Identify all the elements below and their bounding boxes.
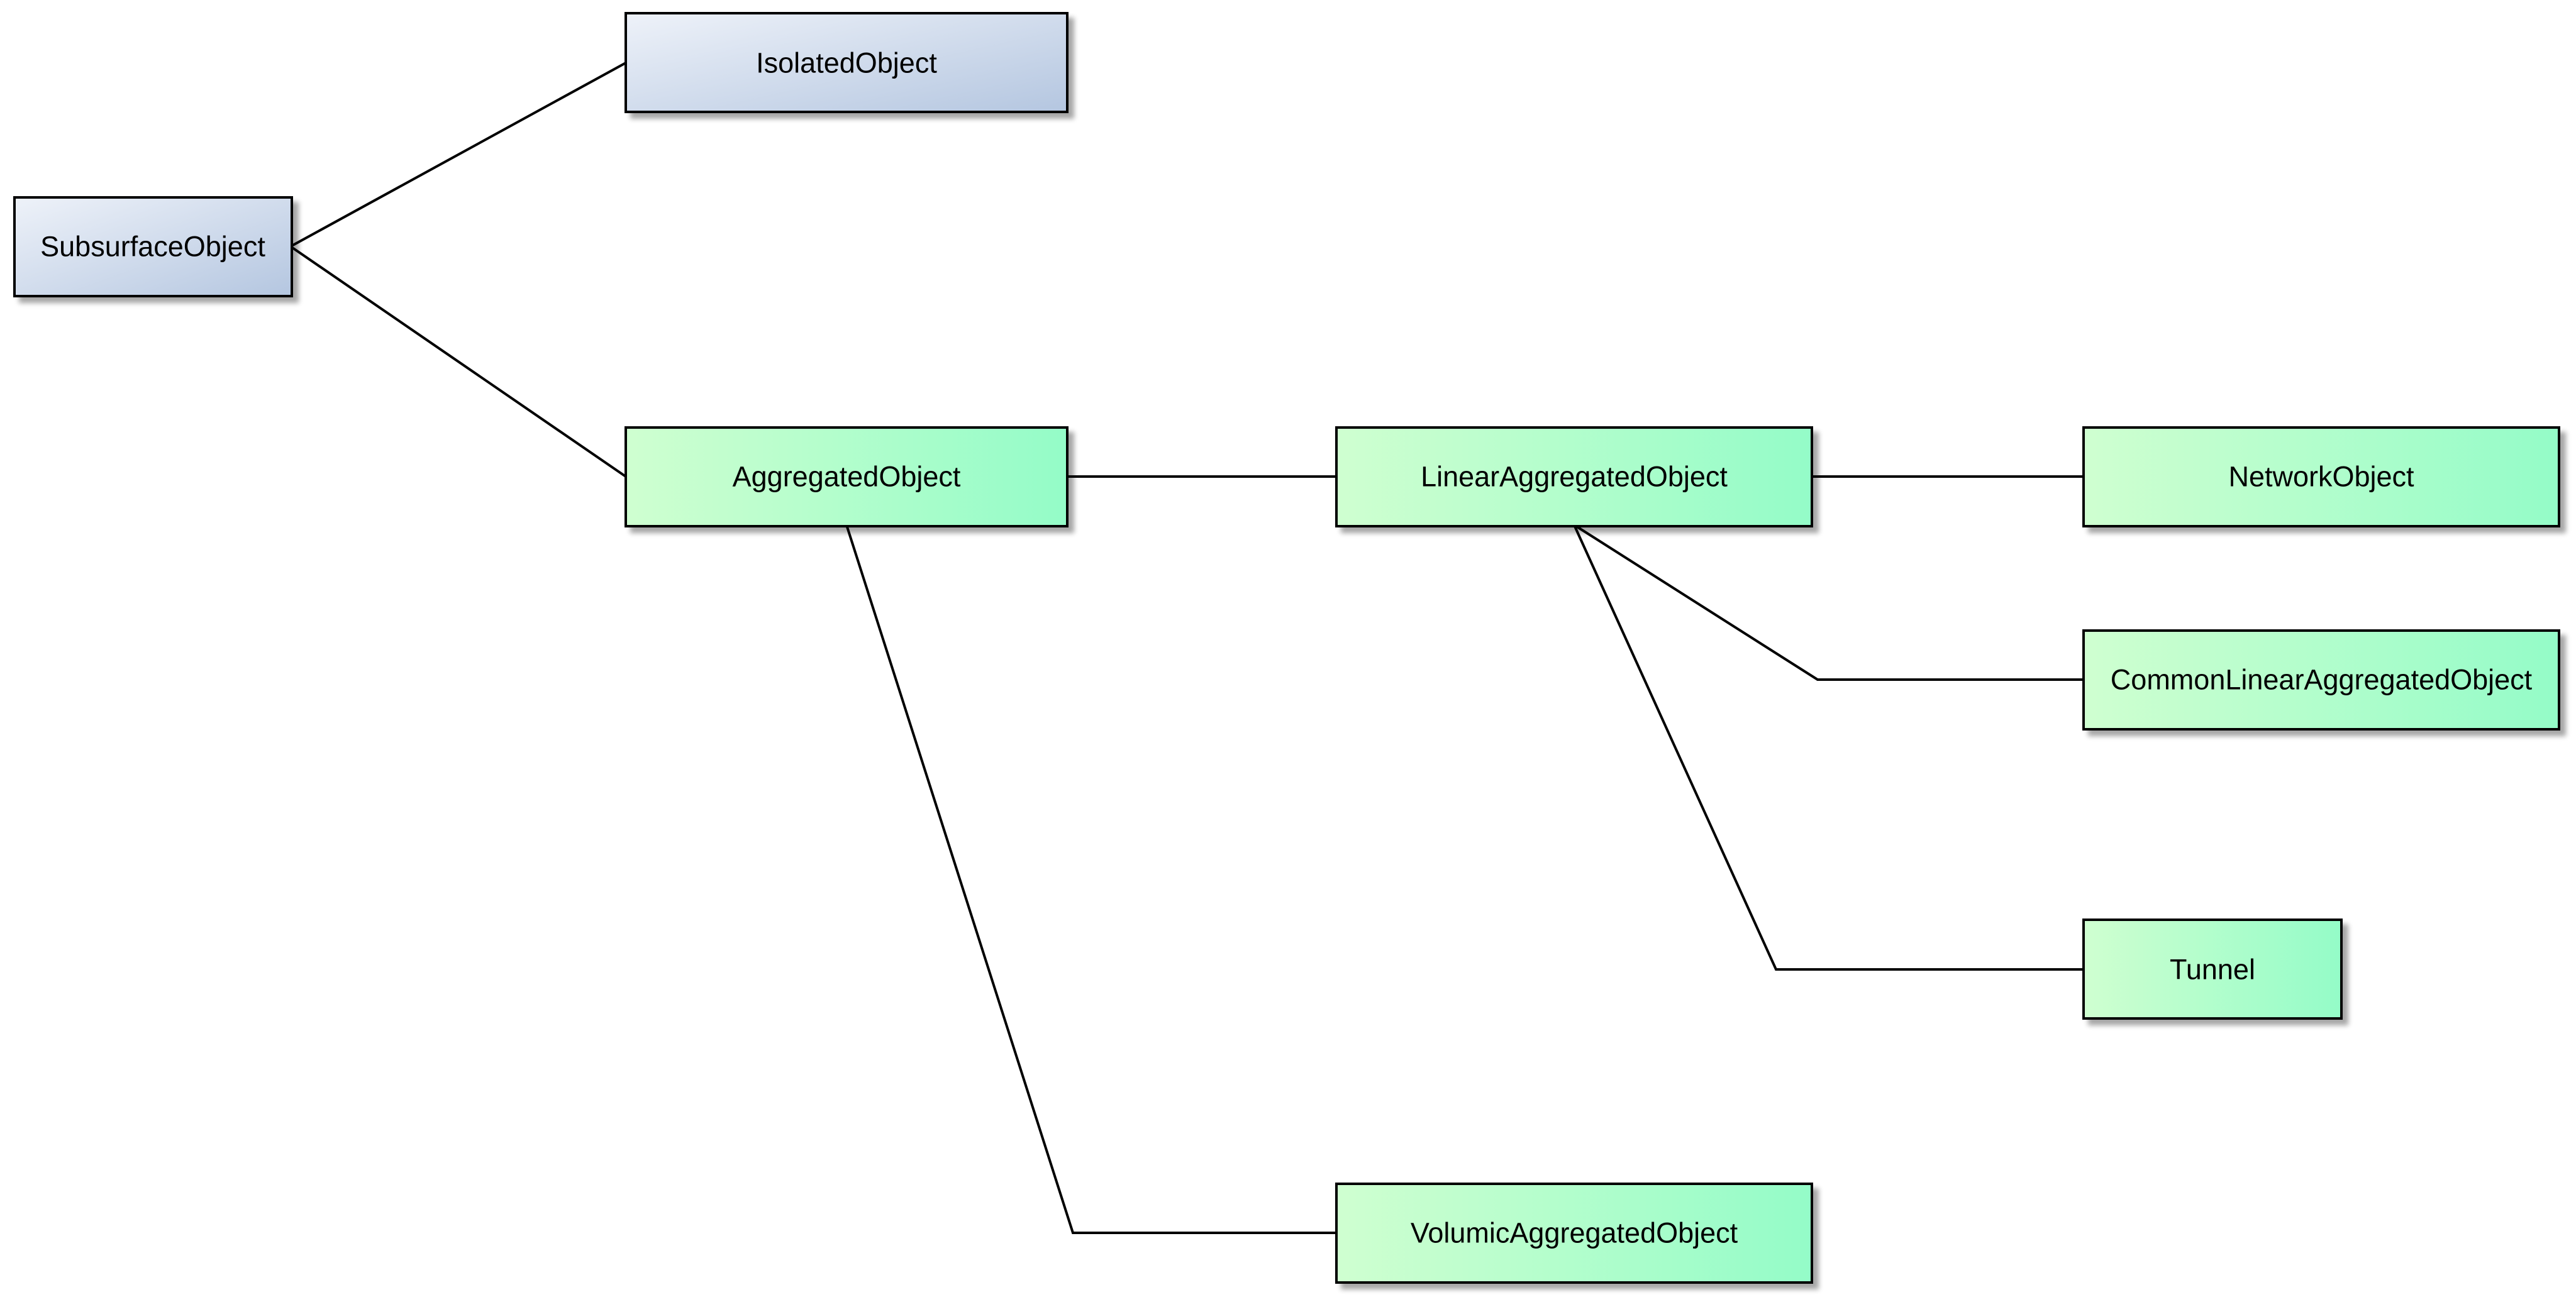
node-common-linear-aggregated-object[interactable]: CommonLinearAggregatedObject <box>2082 629 2560 731</box>
node-label: VolumicAggregatedObject <box>1411 1217 1738 1249</box>
edge-subsurface-aggregated <box>289 245 627 478</box>
node-label: SubsurfaceObject <box>40 231 265 263</box>
node-isolated-object[interactable]: IsolatedObject <box>625 12 1069 113</box>
edge-linear-tunnel <box>1573 524 2084 971</box>
node-label: Tunnel <box>2170 954 2255 986</box>
edge-aggregated-volumic <box>845 524 1336 1234</box>
node-label: LinearAggregatedObject <box>1421 461 1728 493</box>
node-linear-aggregated-object[interactable]: LinearAggregatedObject <box>1335 426 1813 527</box>
node-tunnel[interactable]: Tunnel <box>2082 919 2343 1020</box>
node-network-object[interactable]: NetworkObject <box>2082 426 2560 527</box>
edges <box>289 62 2084 1234</box>
node-label: CommonLinearAggregatedObject <box>2111 664 2533 696</box>
node-volumic-aggregated-object[interactable]: VolumicAggregatedObject <box>1335 1183 1813 1284</box>
edge-linear-common <box>1573 524 2084 681</box>
node-aggregated-object[interactable]: AggregatedObject <box>625 426 1069 527</box>
node-label: IsolatedObject <box>756 47 937 79</box>
node-label: AggregatedObject <box>733 461 961 493</box>
edge-subsurface-isolated <box>290 62 626 248</box>
node-label: NetworkObject <box>2228 461 2414 493</box>
node-subsurface-object[interactable]: SubsurfaceObject <box>13 196 293 297</box>
